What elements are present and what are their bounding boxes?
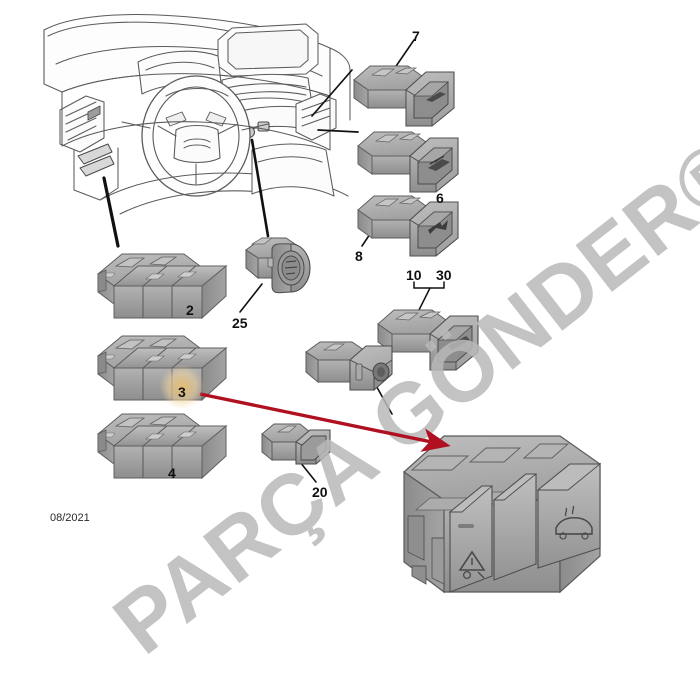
part-window-switch-8 (357, 195, 459, 257)
highlight-arrow (199, 392, 451, 452)
callout-label-7: 7 (412, 28, 420, 44)
dashboard-illustration (43, 14, 351, 215)
callout-label-20: 20 (312, 484, 328, 500)
callout-label-10: 10 (406, 267, 422, 283)
part-window-switch-7 (353, 65, 455, 127)
callout-label-3: 3 (178, 384, 186, 400)
part-mirror-switch (305, 341, 393, 392)
part-window-switch-6 (357, 131, 459, 193)
callout-label-8: 8 (355, 248, 363, 264)
callout-label-30: 30 (436, 267, 452, 283)
date-stamp: 08/2021 (50, 512, 90, 524)
part-small-switch-20 (261, 423, 331, 465)
panel-button-hazard (448, 485, 494, 593)
callout-label-4: 4 (168, 465, 176, 481)
callout-label-6: 6 (436, 190, 444, 206)
callout-label-25: 25 (232, 315, 248, 331)
callout-label-2: 2 (186, 302, 194, 318)
part-window-switch-1030 (377, 309, 479, 371)
panel-button-blank (492, 473, 538, 581)
panel-button-demist (536, 463, 602, 569)
part-highlighted-switch-panel (403, 435, 602, 594)
part-rotary-switch-25 (245, 237, 311, 294)
